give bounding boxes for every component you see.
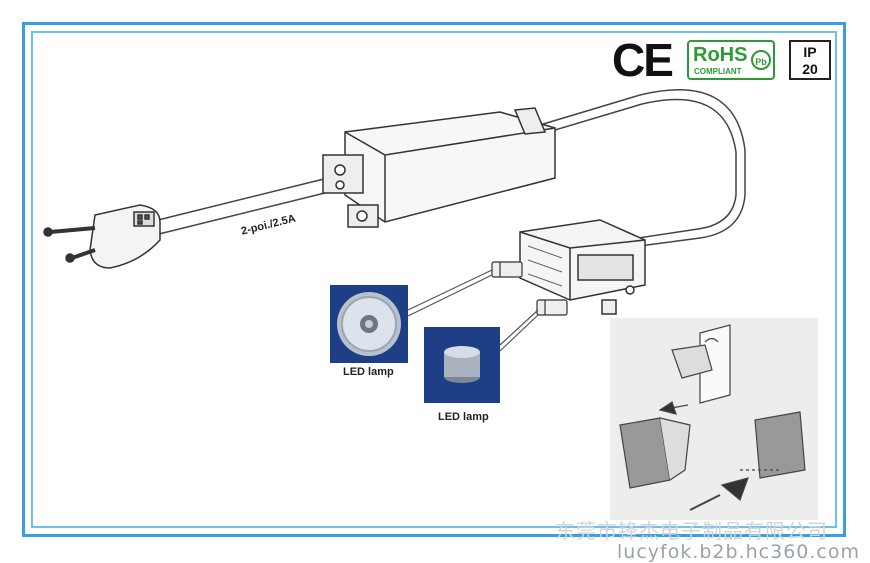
ip-value: 20 [802, 61, 818, 77]
connector-2 [536, 299, 568, 316]
distributor-box [519, 219, 646, 315]
lamp-cables [407, 269, 539, 352]
led-lamp-label-2: LED lamp [438, 411, 489, 423]
ip-label: IP [803, 44, 817, 60]
rohs-badge: RoHS COMPLIANT Pb [687, 40, 775, 80]
install-illustration [619, 324, 806, 511]
rohs-label: RoHS [693, 44, 748, 66]
rohs-compliant-label: COMPLIANT [694, 67, 742, 76]
led-lamp-photo-2 [424, 327, 500, 403]
watermark-company: 东莞市锋杰电子制品有限公司 [555, 519, 828, 543]
mains-cable [149, 174, 346, 236]
pb-free-icon: Pb [751, 50, 771, 70]
ce-mark: CE [612, 34, 674, 86]
output-cable [539, 89, 746, 249]
driver-unit [322, 107, 556, 228]
inner-border [31, 31, 837, 528]
outer-border [22, 22, 846, 537]
connector-1 [491, 261, 523, 278]
led-lamp-photo-1 [330, 285, 408, 363]
ip-rating-badge: IP 20 [789, 40, 831, 80]
plug-icon [43, 204, 161, 269]
watermark-url: lucyfok.b2b.hc360.com [617, 541, 860, 563]
led-lamp-label-1: LED lamp [343, 366, 394, 378]
